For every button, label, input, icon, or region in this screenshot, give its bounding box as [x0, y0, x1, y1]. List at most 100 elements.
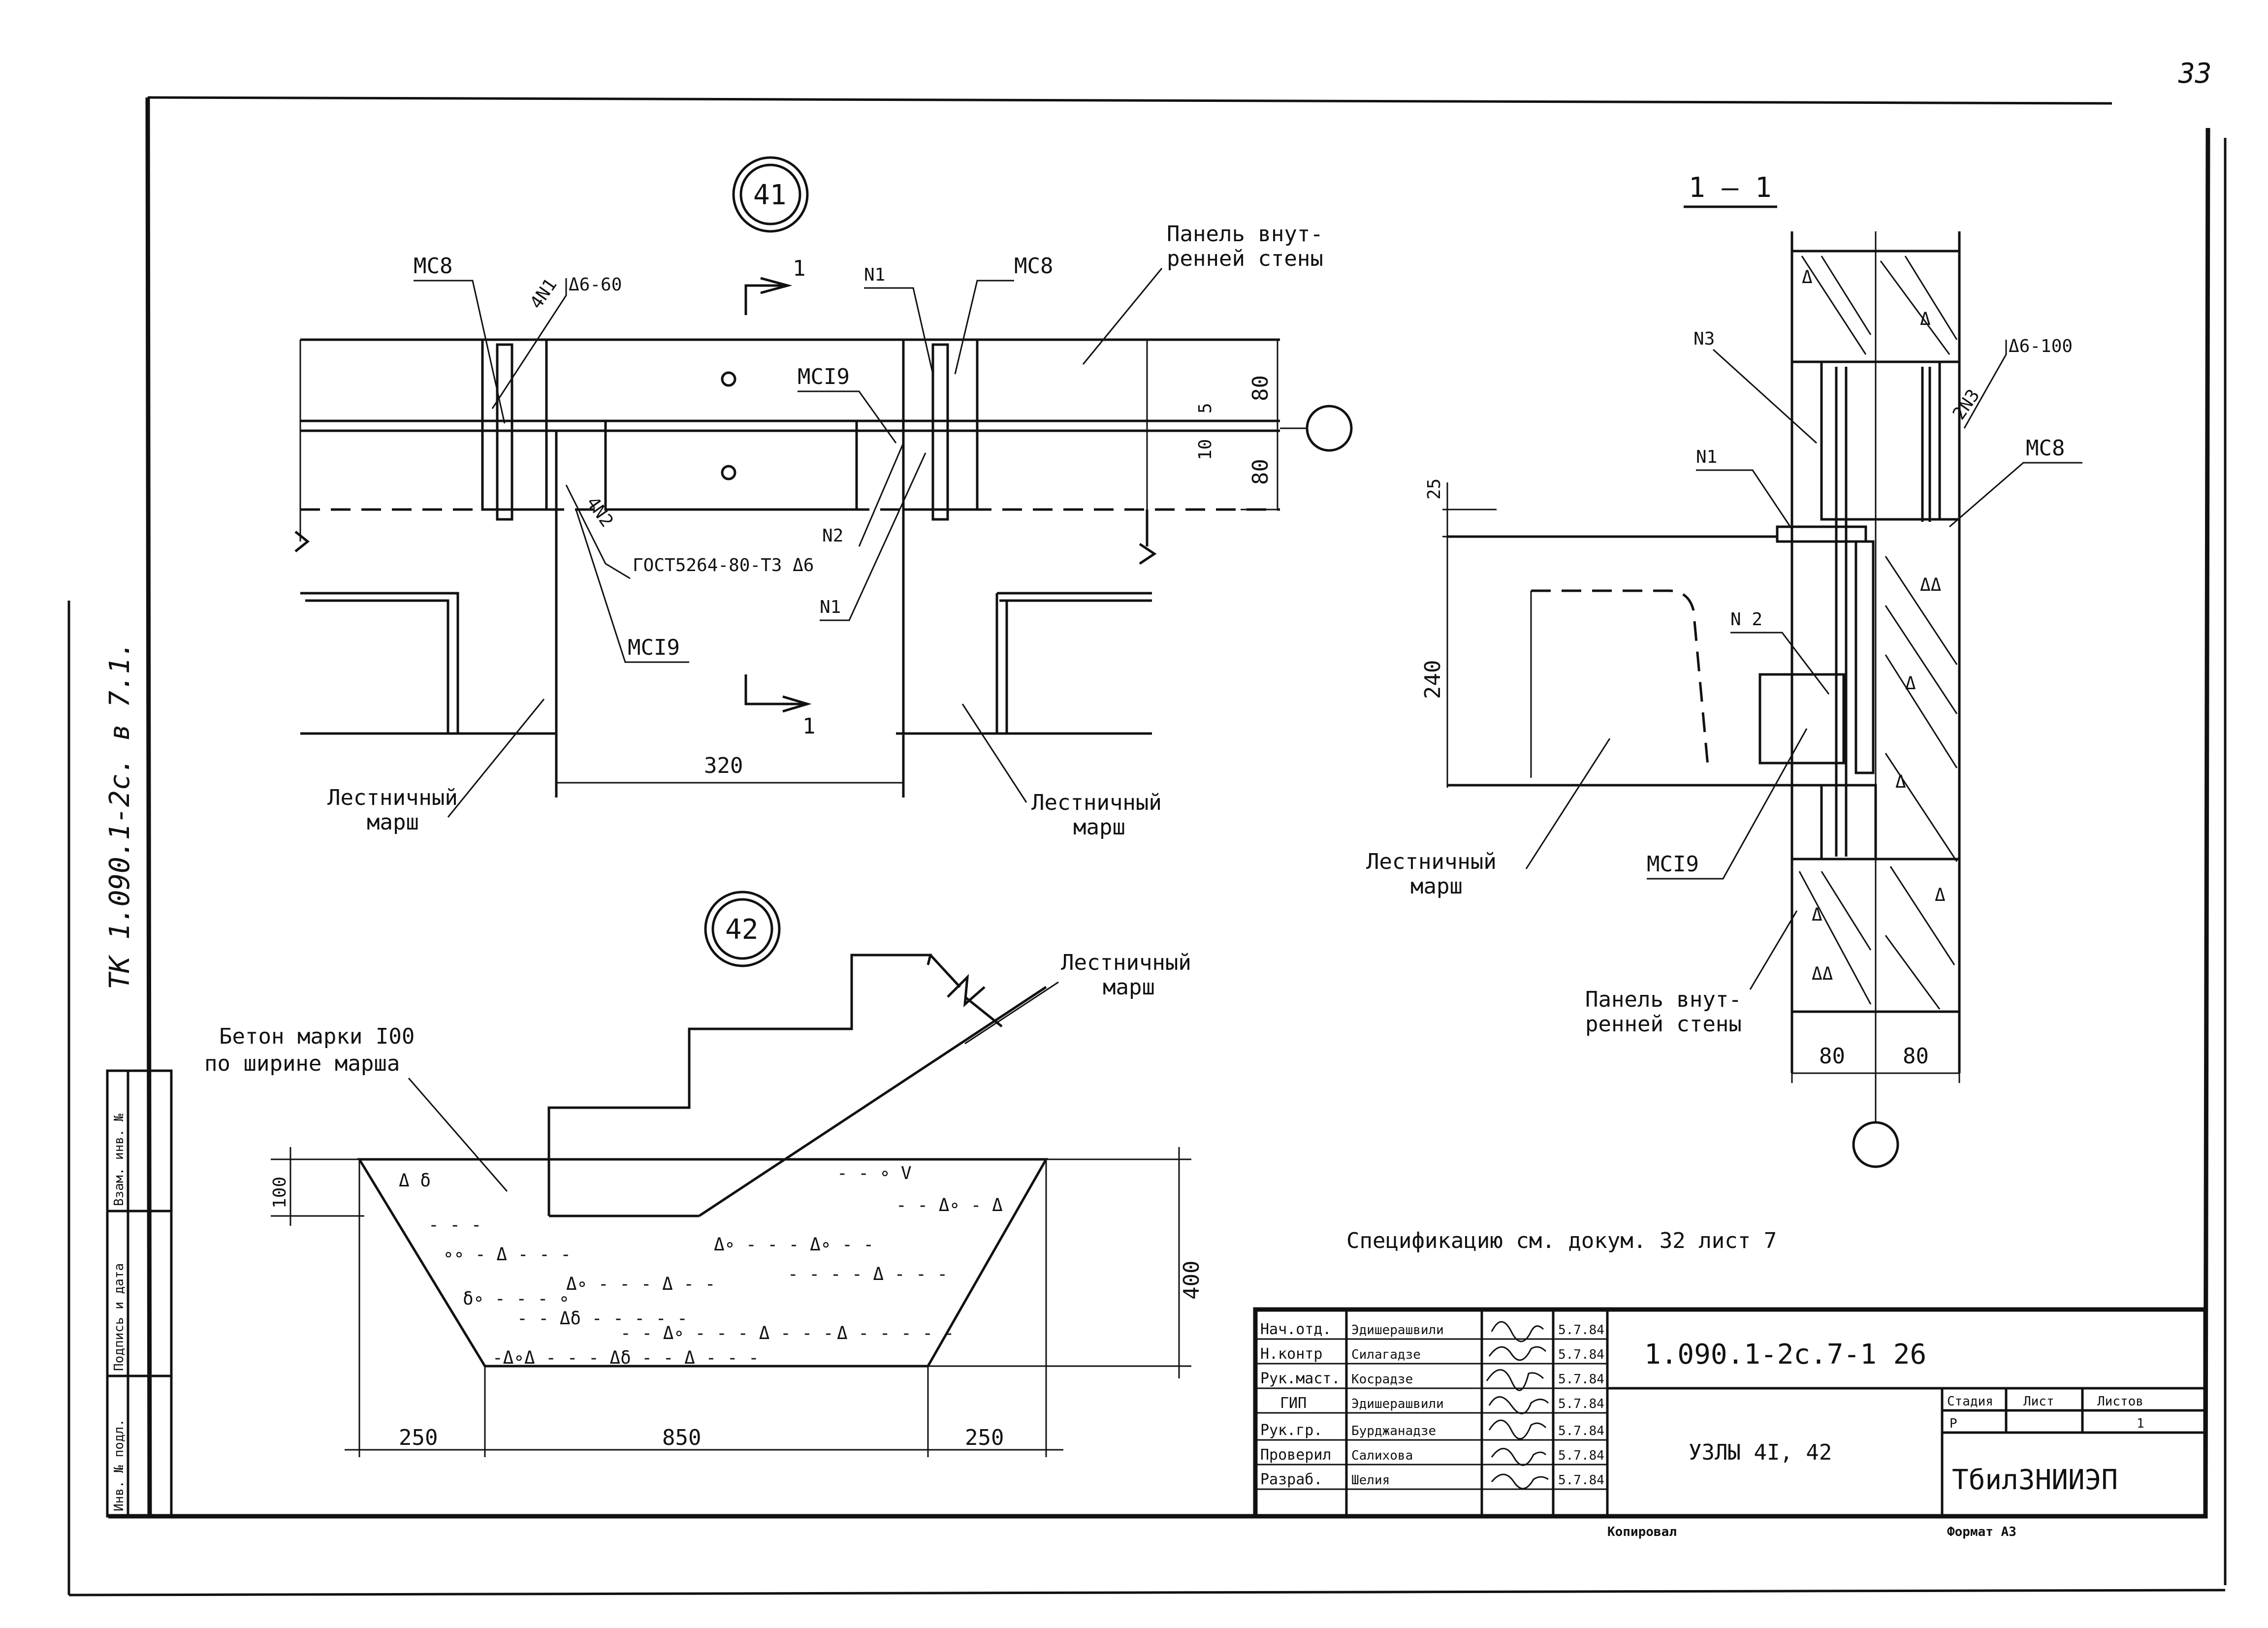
- svg-text:ΔΔ: ΔΔ: [1812, 964, 1833, 984]
- doc-code: 1.090.1-2с.7-1 26: [1644, 1339, 1926, 1371]
- svg-text:80: 80: [1248, 375, 1273, 401]
- tb-name-2: Косрадзе: [1351, 1372, 1413, 1387]
- svg-text:400: 400: [1179, 1261, 1204, 1300]
- title-block: Нач.отд. Эдишерашвили 5.7.84 Н.контр Сил…: [1253, 1307, 2208, 1539]
- svg-text:Δ: Δ: [1905, 673, 1916, 694]
- svg-text:N3: N3: [1693, 329, 1715, 349]
- tb-date-3: 5.7.84: [1558, 1397, 1604, 1411]
- svg-text:41: 41: [753, 179, 786, 211]
- node41-panel: Панель внут- ренней стены: [1167, 222, 1336, 271]
- svg-text:МСI9: МСI9: [628, 635, 680, 660]
- svg-text:4N2: 4N2: [582, 493, 617, 531]
- svg-text:Δ δ: Δ δ: [399, 1171, 431, 1191]
- node-41: 41 320 80: [294, 156, 1353, 840]
- svg-text:N1: N1: [1696, 447, 1717, 467]
- section11-stair-l1: Лестничный: [1366, 849, 1497, 874]
- svg-text:- - Δ∘ - - - Δ - - -: - - Δ∘ - - - Δ - - -: [620, 1323, 833, 1343]
- tb-date-4: 5.7.84: [1558, 1424, 1604, 1438]
- svg-text:- - -: - - -: [428, 1215, 481, 1235]
- svg-text:∘∘ - Δ - - -: ∘∘ - Δ - - -: [443, 1245, 571, 1265]
- sheet-head: Лист: [2023, 1394, 2054, 1409]
- node-42-marker: 42: [704, 891, 781, 967]
- svg-text:МС8: МС8: [414, 254, 452, 279]
- page-number: 33: [2178, 58, 2211, 90]
- side-stamp-inv: Инв. № подл.: [112, 1419, 127, 1511]
- svg-text:5: 5: [1195, 403, 1215, 414]
- tb-name-6: Шелия: [1351, 1473, 1390, 1488]
- svg-text:1: 1: [802, 714, 816, 739]
- svg-text:250: 250: [965, 1425, 1004, 1450]
- svg-text:ГОСТ5264-80-Т3 Δ6: ГОСТ5264-80-Т3 Δ6: [633, 555, 814, 575]
- svg-text:240: 240: [1420, 660, 1445, 699]
- side-stamp-sign: Подпись и дата: [112, 1263, 127, 1371]
- svg-text:МСI9: МСI9: [798, 364, 850, 389]
- section11-panel-l1: Панель внут-: [1585, 987, 1742, 1012]
- concrete-texture: Δ δ - - - ∘∘ - Δ - - - Δ∘ - - - Δ - - - …: [399, 1163, 1003, 1368]
- node41-panel-l1: Панель внут-: [1167, 222, 1323, 247]
- svg-text:ΔΔ: ΔΔ: [1920, 575, 1942, 595]
- tb-role-2: Рук.маст.: [1260, 1370, 1341, 1387]
- tb-name-5: Салихова: [1351, 1448, 1413, 1463]
- svg-text:Δ - - - - -: Δ - - - - -: [837, 1323, 954, 1343]
- svg-text:N1: N1: [820, 597, 841, 617]
- tb-role-5: Проверил: [1260, 1446, 1332, 1464]
- tb-role-6: Разраб.: [1260, 1471, 1322, 1488]
- node41-panel-l2: ренней стены: [1167, 246, 1323, 271]
- svg-text:Δ6-60: Δ6-60: [569, 275, 622, 295]
- tb-name-0: Эдишерашвили: [1351, 1323, 1444, 1338]
- svg-text:-Δ∘Δ - - - Δδ - - Δ - - -: -Δ∘Δ - - - Δδ - - Δ - - -: [492, 1348, 759, 1368]
- node41-stair-right: Лестничный марш: [1031, 790, 1175, 840]
- stage-head: Стадия: [1947, 1394, 1993, 1409]
- section11-stair-l2: марш: [1410, 874, 1463, 899]
- tb-role-4: Рук.гр.: [1260, 1422, 1322, 1439]
- tb-date-0: 5.7.84: [1558, 1323, 1604, 1338]
- spec-note: Спецификацию см. докум. 32 лист 7: [1346, 1228, 1777, 1253]
- svg-text:Δ: Δ: [1812, 905, 1822, 925]
- svg-text:10: 10: [1195, 439, 1215, 460]
- section-1-1: 1 – 1 Δ Δ ΔΔ Δ Δ Δ Δ ΔΔ: [1366, 172, 2082, 1168]
- tb-name-4: Бурджанадзе: [1351, 1424, 1436, 1438]
- svg-text:80: 80: [1248, 459, 1273, 485]
- svg-text:320: 320: [704, 753, 743, 778]
- svg-text:4N1: 4N1: [526, 275, 561, 313]
- format-label: Формат А3: [1947, 1525, 2016, 1539]
- node-42: 42 Δ δ - - - ∘∘ - Δ - - - Δ∘ - - - Δ - -…: [204, 891, 1204, 1457]
- svg-text:1 – 1: 1 – 1: [1689, 172, 1772, 204]
- svg-text:N 2: N 2: [1730, 609, 1762, 630]
- title-block-grid: [1255, 1338, 1607, 1490]
- svg-text:- - Δδ - - - - -: - - Δδ - - - - -: [517, 1309, 688, 1329]
- svg-text:Δ6-100: Δ6-100: [2009, 336, 2073, 356]
- svg-text:Δ: Δ: [1802, 267, 1813, 287]
- svg-text:Δ: Δ: [1935, 885, 1946, 905]
- svg-text:N1: N1: [864, 265, 885, 285]
- node42-concrete-l2: по ширине марша: [204, 1051, 400, 1076]
- svg-text:МС8: МС8: [1014, 254, 1053, 279]
- tb-name-3: Эдишерашвили: [1351, 1397, 1444, 1411]
- svg-text:250: 250: [399, 1425, 438, 1450]
- svg-text:1: 1: [793, 256, 806, 281]
- tb-name-1: Силагадзе: [1351, 1347, 1421, 1362]
- svg-text:Δ: Δ: [1920, 309, 1931, 329]
- svg-text:850: 850: [662, 1425, 701, 1450]
- tb-date-6: 5.7.84: [1558, 1473, 1604, 1488]
- node42-stair-l1: Лестничный: [1061, 950, 1191, 975]
- svg-text:100: 100: [270, 1177, 290, 1209]
- svg-text:МСI9: МСI9: [1647, 852, 1699, 877]
- svg-text:42: 42: [725, 914, 758, 946]
- node42-stair-l2: марш: [1103, 975, 1155, 1000]
- svg-text:N2: N2: [822, 526, 843, 546]
- node42-concrete: Бетон марки I00 по ширине марша: [204, 1024, 428, 1076]
- doc-title: УЗЛЫ 4I, 42: [1689, 1440, 1832, 1465]
- section11-panel: Панель внут- ренней стены: [1585, 987, 1755, 1037]
- node41-stair-right-l1: Лестничный: [1031, 790, 1162, 815]
- side-note: ТК 1.090.1-2с. в 7.1.: [104, 641, 136, 990]
- org-name: ТбилЗНИИЭП: [1952, 1464, 2118, 1496]
- svg-text:80: 80: [1903, 1044, 1929, 1069]
- node41-stair-left: Лестничный марш: [327, 785, 471, 835]
- tb-role-1: Н.контр: [1260, 1345, 1322, 1363]
- svg-text:Δ: Δ: [1895, 772, 1906, 792]
- node41-stair-right-l2: марш: [1073, 815, 1125, 840]
- svg-text:- - ∘ V: - - ∘ V: [837, 1163, 912, 1183]
- svg-text:МС8: МС8: [2026, 436, 2065, 461]
